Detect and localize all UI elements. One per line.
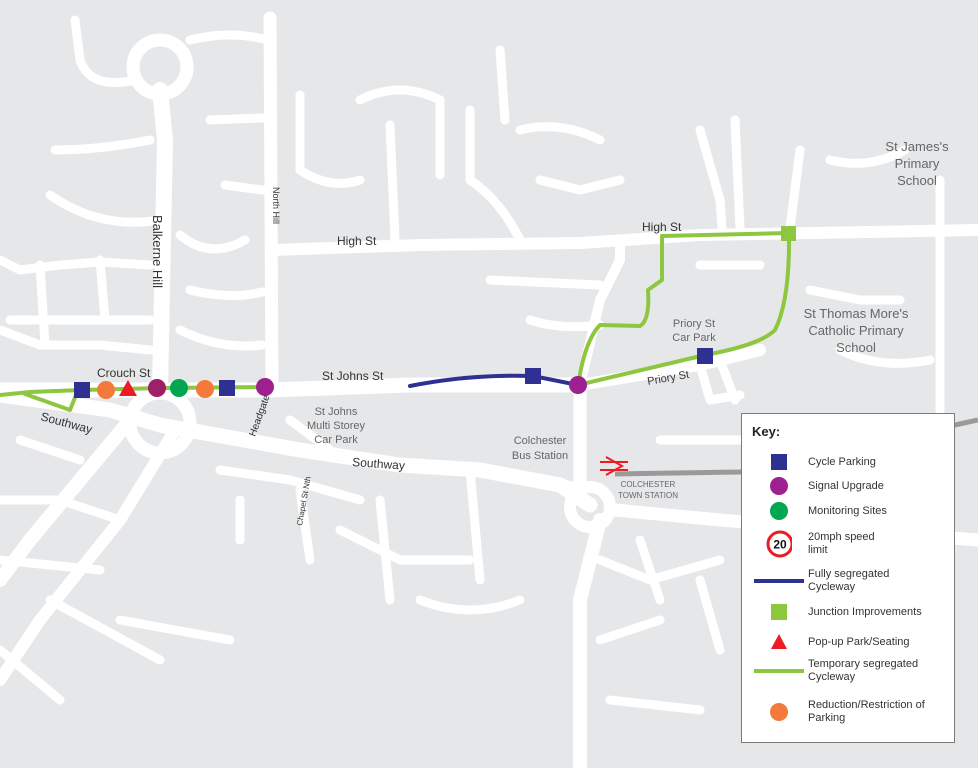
key-item-cycle-parking: Cycle Parking (742, 447, 956, 477)
popup-park-icon (119, 380, 137, 396)
svg-text:Priory St: Priory St (673, 318, 715, 330)
monitoring-site-icon (170, 379, 188, 397)
key-item-signal-upgrade: Signal Upgrade (742, 471, 956, 501)
cycle-parking-icon (697, 348, 713, 364)
reduction-parking-icon (770, 703, 788, 721)
svg-text:Primary: Primary (895, 156, 940, 171)
label-st-james-school: St James's Primary School (885, 139, 949, 188)
key-item-speed-limit: 20 20mph speed limit (742, 529, 956, 559)
reduction-parking-icon (97, 381, 115, 399)
railway-station-icon (600, 456, 628, 476)
key-item-reduction-parking: Reduction/Restriction of Parking (742, 697, 956, 727)
label-balkerne-hill: Balkerne Hill (150, 215, 165, 288)
key-item-monitoring-sites: Monitoring Sites (742, 496, 956, 526)
svg-text:20: 20 (773, 538, 787, 552)
fully-segregated-line-icon (754, 579, 804, 583)
roundabout-southeast (564, 481, 616, 533)
speed-limit-icon: 20 (766, 530, 792, 558)
cycleway-loop (576, 231, 791, 387)
signal-upgrade-icon (770, 477, 788, 495)
temporary-cycleway-line-icon (754, 669, 804, 673)
label-bus-station: Colchester Bus Station (512, 435, 568, 462)
svg-text:Colchester: Colchester (514, 435, 567, 447)
popup-park-icon (771, 634, 787, 649)
label-st-johns-st: St Johns St (322, 369, 384, 383)
svg-text:Catholic Primary: Catholic Primary (808, 323, 904, 338)
cycle-parking-icon (525, 368, 541, 384)
svg-text:TOWN STATION: TOWN STATION (618, 491, 678, 500)
label-st-johns-car-park: St Johns Multi Storey Car Park (307, 406, 366, 446)
roundabout-north (126, 33, 194, 101)
key-title: Key: (752, 424, 781, 439)
reduction-parking-icon (196, 380, 214, 398)
cycleway-priory-st (576, 231, 792, 387)
label-priory-car-park: Priory St Car Park (672, 318, 716, 344)
map-key: Key: Cycle Parking Signal Upgrade Monito… (741, 413, 955, 743)
label-st-thomas-school: St Thomas More's Catholic Primary School (804, 306, 909, 355)
key-item-fully-segregated: Fully segregated Cycleway (742, 566, 956, 596)
cycle-parking-icon (74, 382, 90, 398)
svg-text:Multi Storey: Multi Storey (307, 420, 366, 432)
cycle-parking-icon (219, 380, 235, 396)
label-southway: Southway (352, 455, 406, 473)
svg-text:St Johns: St Johns (315, 406, 358, 418)
signal-upgrade-icon (569, 376, 587, 394)
markers (74, 226, 796, 476)
monitoring-site-icon (770, 502, 788, 520)
label-north-hill: North Hill (271, 187, 281, 224)
svg-text:St James's: St James's (885, 139, 949, 154)
label-high-st-west: High St (337, 234, 377, 248)
junction-improvement-icon (771, 604, 787, 620)
signal-upgrade-icon (148, 379, 166, 397)
svg-text:School: School (897, 173, 937, 188)
svg-text:Car Park: Car Park (314, 434, 358, 446)
key-item-temporary-cycleway: Temporary segregated Cycleway (742, 656, 956, 686)
key-item-junction-improvements: Junction Improvements (742, 597, 956, 627)
minor-streets (0, 15, 945, 715)
junction-improvement-icon (781, 226, 796, 241)
svg-text:COLCHESTER: COLCHESTER (621, 480, 676, 489)
label-high-st-east: High St (642, 220, 682, 234)
label-crouch-st: Crouch St (97, 366, 151, 380)
cycle-parking-icon (771, 454, 787, 470)
label-town-station: COLCHESTER TOWN STATION (618, 480, 678, 500)
signal-upgrade-icon (256, 378, 274, 396)
svg-text:School: School (836, 340, 876, 355)
key-item-popup-park: Pop-up Park/Seating (742, 627, 956, 657)
svg-text:Bus Station: Bus Station (512, 450, 568, 462)
svg-text:St Thomas More's: St Thomas More's (804, 306, 909, 321)
svg-text:Car Park: Car Park (672, 332, 716, 344)
